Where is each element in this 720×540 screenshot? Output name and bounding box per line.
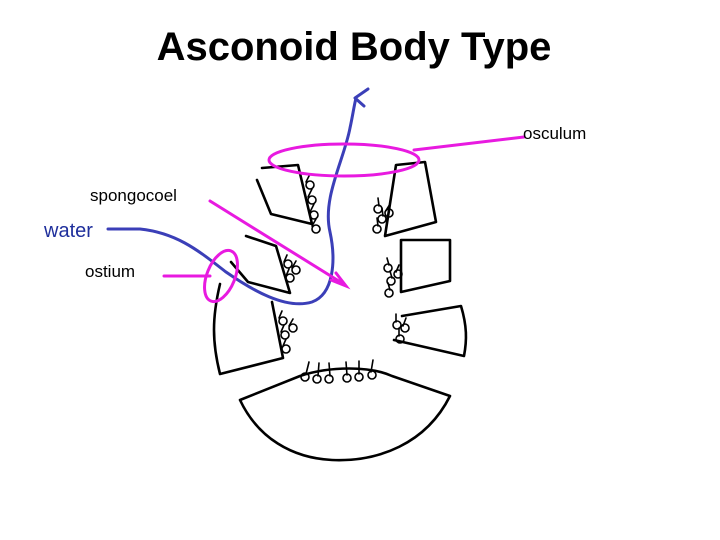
- wall-segment-upper-right: [383, 160, 438, 238]
- spongocoel-arrowhead: [329, 271, 351, 290]
- osculum-ring: [267, 142, 421, 178]
- collar-cells-lower-right: [392, 313, 410, 344]
- collar-cells-upper-right: [372, 197, 394, 234]
- wall-segment-middle-left: [229, 234, 292, 295]
- spongocoel-label: spongocoel: [90, 186, 177, 205]
- osculum-pointer: [412, 135, 526, 152]
- wall-segment-upper-left: [255, 163, 314, 226]
- body-wall: [212, 160, 468, 462]
- label-pointers: [162, 135, 526, 304]
- diagram-title: Asconoid Body Type: [157, 25, 552, 69]
- collar-cells-middle-left: [283, 254, 301, 283]
- wall-segment-middle-right: [399, 238, 452, 294]
- osculum-label: osculum: [523, 124, 586, 143]
- collar-cells: [278, 173, 410, 384]
- wall-segment-lower-left: [212, 282, 285, 376]
- water-flow: [106, 87, 370, 306]
- water-label: water: [43, 220, 93, 242]
- water-flow-arrowhead: [353, 87, 370, 108]
- ostium-label: ostium: [85, 262, 135, 281]
- collar-cells-middle-right: [383, 257, 403, 298]
- ostium-ring: [203, 248, 239, 304]
- spongocoel-pointer: [208, 199, 344, 285]
- water-flow-line: [106, 96, 358, 306]
- collar-cells-lower-left: [278, 310, 298, 354]
- collar-cells-upper-left: [305, 173, 321, 234]
- wall-segment-base: [238, 367, 452, 462]
- wall-segment-lower-right: [392, 304, 468, 358]
- collar-cells-base: [300, 359, 377, 384]
